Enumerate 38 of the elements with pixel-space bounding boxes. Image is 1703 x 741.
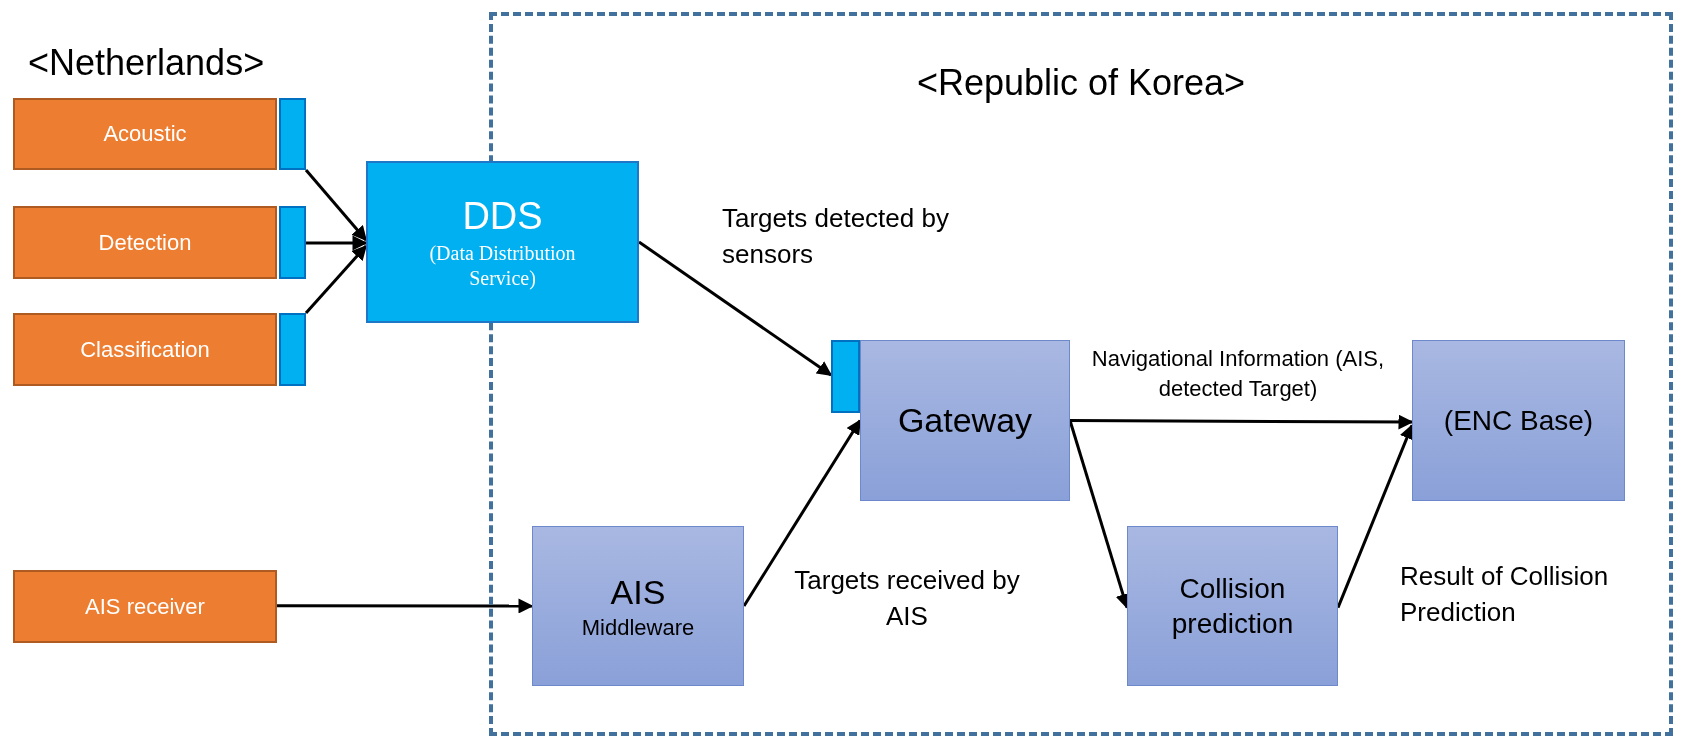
node-label: Gateway xyxy=(897,400,1033,442)
port-box xyxy=(279,206,306,279)
node-label: Detection xyxy=(98,228,192,257)
node-label: AIS xyxy=(610,572,666,613)
sensor-box xyxy=(13,98,277,170)
process-box xyxy=(532,526,744,686)
edge-label: Navigational Information (AIS, detected Target) xyxy=(1090,345,1386,403)
node-label: Collision prediction xyxy=(1170,572,1295,641)
arrow xyxy=(277,598,534,614)
sensor-box xyxy=(13,313,277,386)
arrow xyxy=(742,419,862,607)
arrow xyxy=(1070,414,1414,430)
edge-label: Targets detected by sensors xyxy=(722,202,950,271)
region-title: <Republic of Korea> xyxy=(915,61,1247,105)
node-sublabel: (Data Distribution Service) xyxy=(428,240,577,291)
region-title: <Netherlands> xyxy=(28,41,265,85)
arrow xyxy=(1336,423,1414,609)
node-label: (ENC Base) xyxy=(1443,404,1594,438)
process-box xyxy=(860,340,1070,501)
port-box xyxy=(279,313,306,386)
process-box xyxy=(1127,526,1338,686)
node-label: AIS receiver xyxy=(85,592,205,621)
port-box xyxy=(831,340,860,413)
sensor-box xyxy=(13,570,277,643)
node-sublabel: Middleware xyxy=(581,613,695,641)
service-box xyxy=(366,161,639,323)
arrow xyxy=(638,240,833,377)
arrow xyxy=(306,235,368,251)
process-box xyxy=(1412,340,1625,501)
node-label: Classification xyxy=(80,335,210,364)
node-label: DDS xyxy=(462,194,543,240)
sensor-box xyxy=(13,206,277,279)
edge-label: Targets received by AIS xyxy=(793,564,1021,633)
node-label: Acoustic xyxy=(103,120,187,148)
arrow xyxy=(304,244,368,314)
port-box xyxy=(279,98,306,170)
edge-label: Result of Collision Prediction xyxy=(1400,560,1610,629)
arrow xyxy=(304,169,368,242)
